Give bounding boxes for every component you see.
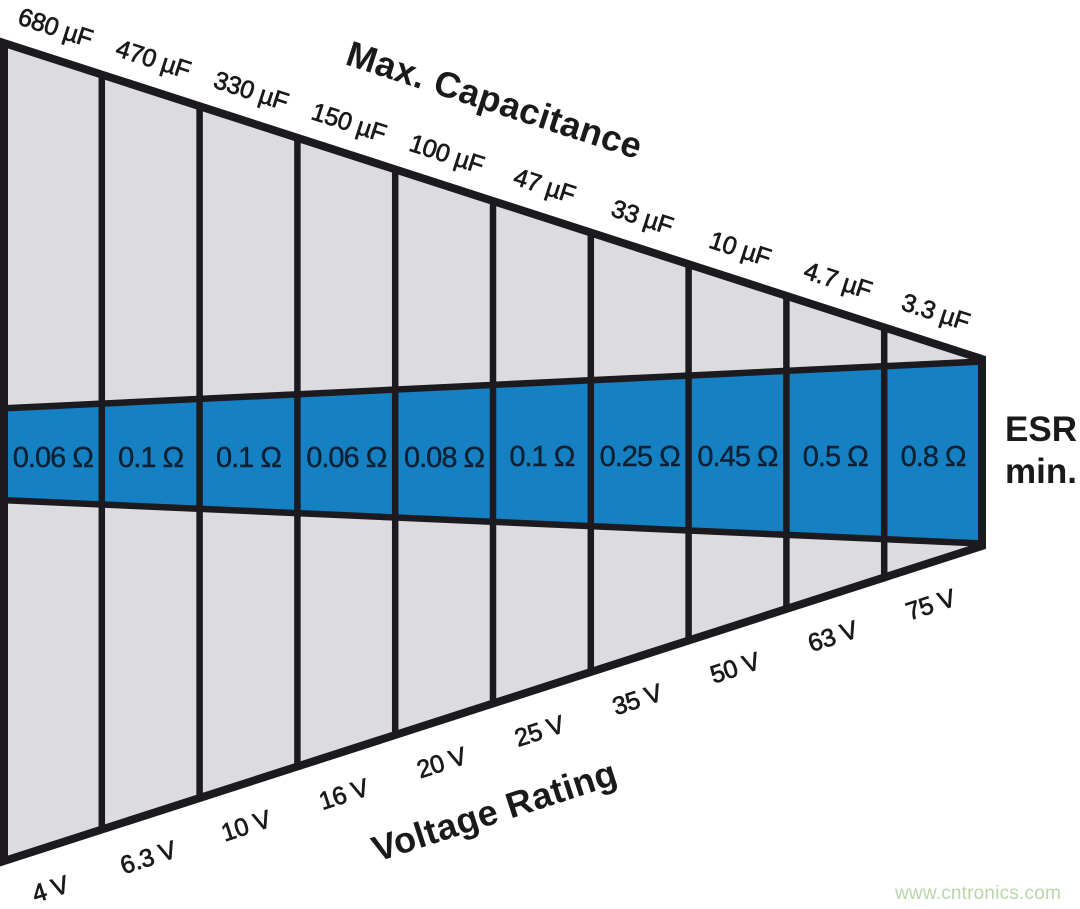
svg-text:0.06 Ω: 0.06 Ω xyxy=(13,442,93,474)
svg-text:0.45 Ω: 0.45 Ω xyxy=(697,441,777,473)
svg-text:0.25 Ω: 0.25 Ω xyxy=(600,441,680,473)
svg-text:0.08 Ω: 0.08 Ω xyxy=(404,442,484,474)
svg-text:0.1 Ω: 0.1 Ω xyxy=(118,442,183,474)
svg-text:0.1 Ω: 0.1 Ω xyxy=(509,441,574,473)
svg-text:0.8 Ω: 0.8 Ω xyxy=(901,441,966,473)
svg-text:www.cntronics.com: www.cntronics.com xyxy=(894,883,1061,904)
svg-text:min.: min. xyxy=(1005,452,1077,491)
svg-text:0.06 Ω: 0.06 Ω xyxy=(306,442,386,474)
svg-text:0.1 Ω: 0.1 Ω xyxy=(216,442,281,474)
svg-text:0.5 Ω: 0.5 Ω xyxy=(803,441,868,473)
svg-text:ESR: ESR xyxy=(1005,410,1077,449)
